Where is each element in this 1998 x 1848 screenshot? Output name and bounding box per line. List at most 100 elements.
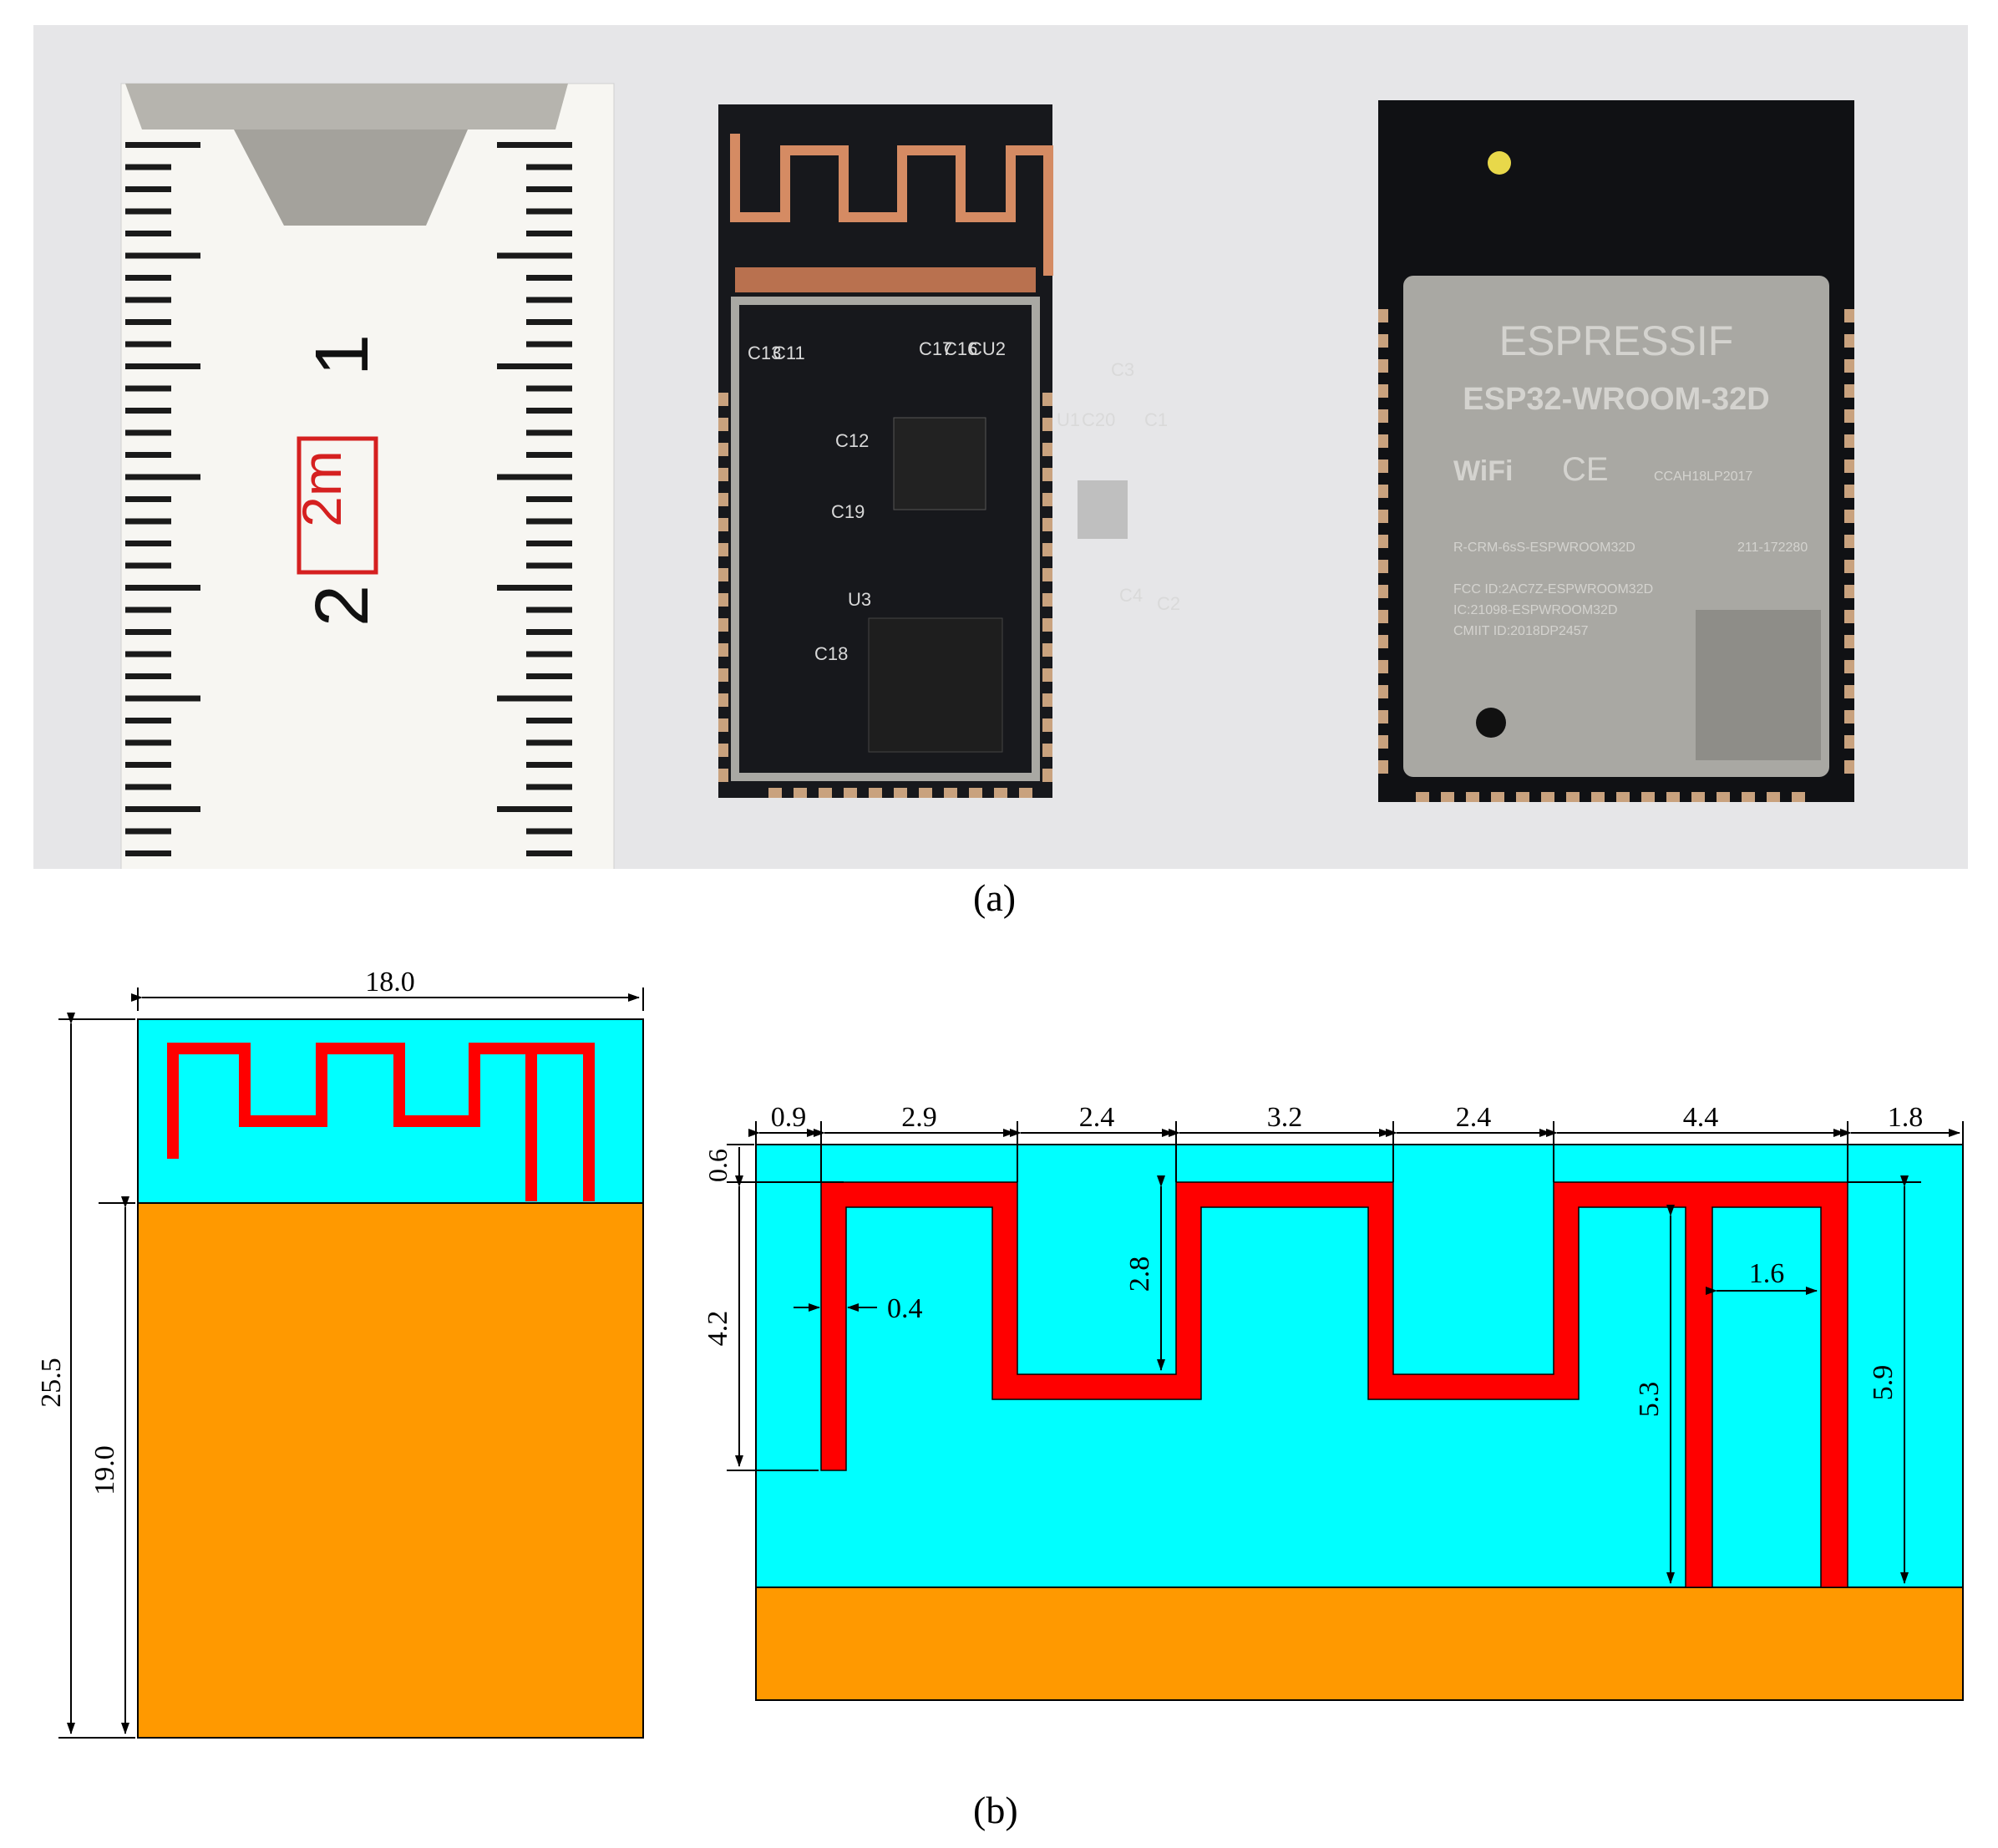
custom-pcb-chip xyxy=(893,417,986,510)
top-dimension-label: 4.4 xyxy=(1683,1102,1719,1133)
pad xyxy=(1378,485,1388,498)
pad xyxy=(1844,585,1854,598)
pad xyxy=(1019,788,1032,798)
pad xyxy=(944,788,957,798)
pad xyxy=(1042,769,1052,782)
ruler-tick xyxy=(526,186,572,192)
pad xyxy=(1844,535,1854,548)
ruler-tick xyxy=(526,319,572,325)
silkscreen-label: C16 xyxy=(944,338,977,359)
ruler-tick xyxy=(125,673,171,679)
pad xyxy=(1691,792,1705,802)
ruler-tick xyxy=(526,297,572,303)
ruler-tick xyxy=(125,739,171,746)
esp-brand: ESPRESSIF xyxy=(1499,317,1734,364)
detail-meander-depth-label: 2.8 xyxy=(1124,1257,1155,1292)
esp-cert-code: CCAH18LP2017 xyxy=(1654,470,1752,484)
ruler-tick xyxy=(125,651,171,657)
pad xyxy=(1378,510,1388,523)
ruler-tick xyxy=(125,231,171,236)
detail-short-length-label: 5.9 xyxy=(1868,1365,1899,1401)
overview-height-label: 25.5 xyxy=(36,1358,67,1408)
ruler-tick xyxy=(526,408,572,414)
esp-model: ESP32-WROOM-32D xyxy=(1463,382,1769,417)
esp-kc-code: 211-172280 xyxy=(1737,541,1808,555)
folding-ruler: 1 2 2m xyxy=(120,83,615,869)
overview-ground-plane xyxy=(137,1202,644,1739)
ruler-tick xyxy=(125,142,200,148)
ruler-tick xyxy=(125,784,171,790)
panel-label-a: (a) xyxy=(973,876,1017,919)
pad xyxy=(1844,635,1854,648)
esp-dot xyxy=(1488,151,1511,175)
pad xyxy=(718,668,728,682)
ruler-tick xyxy=(526,828,572,835)
ruler-tick xyxy=(125,208,171,215)
ruler-tick xyxy=(125,429,171,436)
ruler-brand-box xyxy=(297,436,378,575)
ruler-tick xyxy=(526,607,572,613)
pad xyxy=(1566,792,1580,802)
pad xyxy=(718,744,728,757)
pad xyxy=(869,788,882,798)
silkscreen-label: C19 xyxy=(831,501,865,522)
pad xyxy=(1466,792,1479,802)
ruler-tick xyxy=(125,363,200,369)
ruler-tick xyxy=(526,673,572,679)
esp-fcc-id: FCC ID:2AC7Z-ESPWROOM32D xyxy=(1453,582,1653,597)
silkscreen-label: C3 xyxy=(1111,359,1134,380)
esp-ce-mark: CE xyxy=(1562,451,1609,488)
pad xyxy=(718,493,728,506)
pad xyxy=(1416,792,1429,802)
ruler-tick xyxy=(125,297,171,303)
silkscreen-label: C2 xyxy=(1157,593,1180,614)
top-dimension-label: 1.8 xyxy=(1888,1102,1924,1133)
pad xyxy=(1844,510,1854,523)
overview-ground-label: 19.0 xyxy=(89,1445,120,1495)
pad xyxy=(1042,744,1052,757)
pad xyxy=(1541,792,1554,802)
ruler-tick xyxy=(526,629,572,635)
pad xyxy=(1441,792,1454,802)
ruler-tick xyxy=(497,474,572,480)
pad xyxy=(718,718,728,732)
ruler-tick xyxy=(125,828,171,835)
pad xyxy=(1378,535,1388,548)
ruler-tick xyxy=(125,562,171,569)
silkscreen-label: C12 xyxy=(835,430,869,451)
ruler-tick xyxy=(526,541,572,546)
pad xyxy=(1792,792,1805,802)
detail-top-gap-label: 0.6 xyxy=(702,1149,733,1182)
ruler-tick xyxy=(526,718,572,723)
pad xyxy=(819,788,832,798)
pad xyxy=(844,788,857,798)
pad xyxy=(1042,593,1052,607)
silkscreen-label: C20 xyxy=(1082,409,1115,430)
pad xyxy=(1491,792,1504,802)
esp32-module: ESPRESSIF ESP32-WROOM-32D WiFi CE CCAH18… xyxy=(1378,100,1854,802)
pad xyxy=(1378,710,1388,723)
pad xyxy=(1844,485,1854,498)
ruler-mark-2: 2 xyxy=(301,585,384,627)
detail-feed-spacing-label: 1.6 xyxy=(1749,1258,1785,1289)
custom-pcb-shield-frame xyxy=(731,297,1040,781)
pad xyxy=(1378,359,1388,373)
custom-pcb-pads xyxy=(718,393,1052,798)
silkscreen-label: U1 xyxy=(1057,409,1080,430)
ruler-tick xyxy=(526,231,572,236)
ruler-tick xyxy=(125,607,171,613)
pad xyxy=(1042,668,1052,682)
pad xyxy=(718,393,728,406)
pad xyxy=(1378,660,1388,673)
ruler-tick xyxy=(125,164,171,170)
top-dimension-label: 3.2 xyxy=(1267,1102,1303,1133)
detail-arm-height-label: 4.2 xyxy=(702,1311,733,1347)
pad xyxy=(1717,792,1730,802)
ruler-tick xyxy=(125,718,171,723)
top-dimension-label: 2.4 xyxy=(1456,1102,1492,1133)
ruler-ticks-left xyxy=(125,142,200,856)
ruler-tick xyxy=(526,429,572,436)
antenna-overview: 18.0 25.5 19.0 xyxy=(36,967,644,1739)
